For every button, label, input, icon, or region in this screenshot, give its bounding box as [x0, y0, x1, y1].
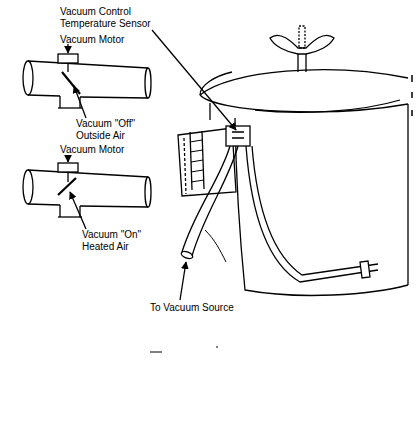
scan-marks	[411, 75, 413, 116]
callout-label: Vacuum "Off" Outside Air	[76, 118, 146, 142]
callout-label: Vacuum Motor	[60, 144, 150, 156]
callout-label: Vacuum Control Temperature Sensor	[60, 6, 160, 30]
scan-marks	[150, 347, 218, 352]
callout-label: Vacuum "On" Heated Air	[82, 229, 148, 253]
leader-lines	[68, 30, 236, 300]
callout-label: Vacuum Motor	[60, 34, 150, 46]
snorkel-off	[23, 54, 151, 108]
snorkel-on	[23, 163, 151, 217]
air-cleaner-housing	[178, 26, 408, 295]
callout-label: To Vacuum Source	[150, 302, 260, 314]
